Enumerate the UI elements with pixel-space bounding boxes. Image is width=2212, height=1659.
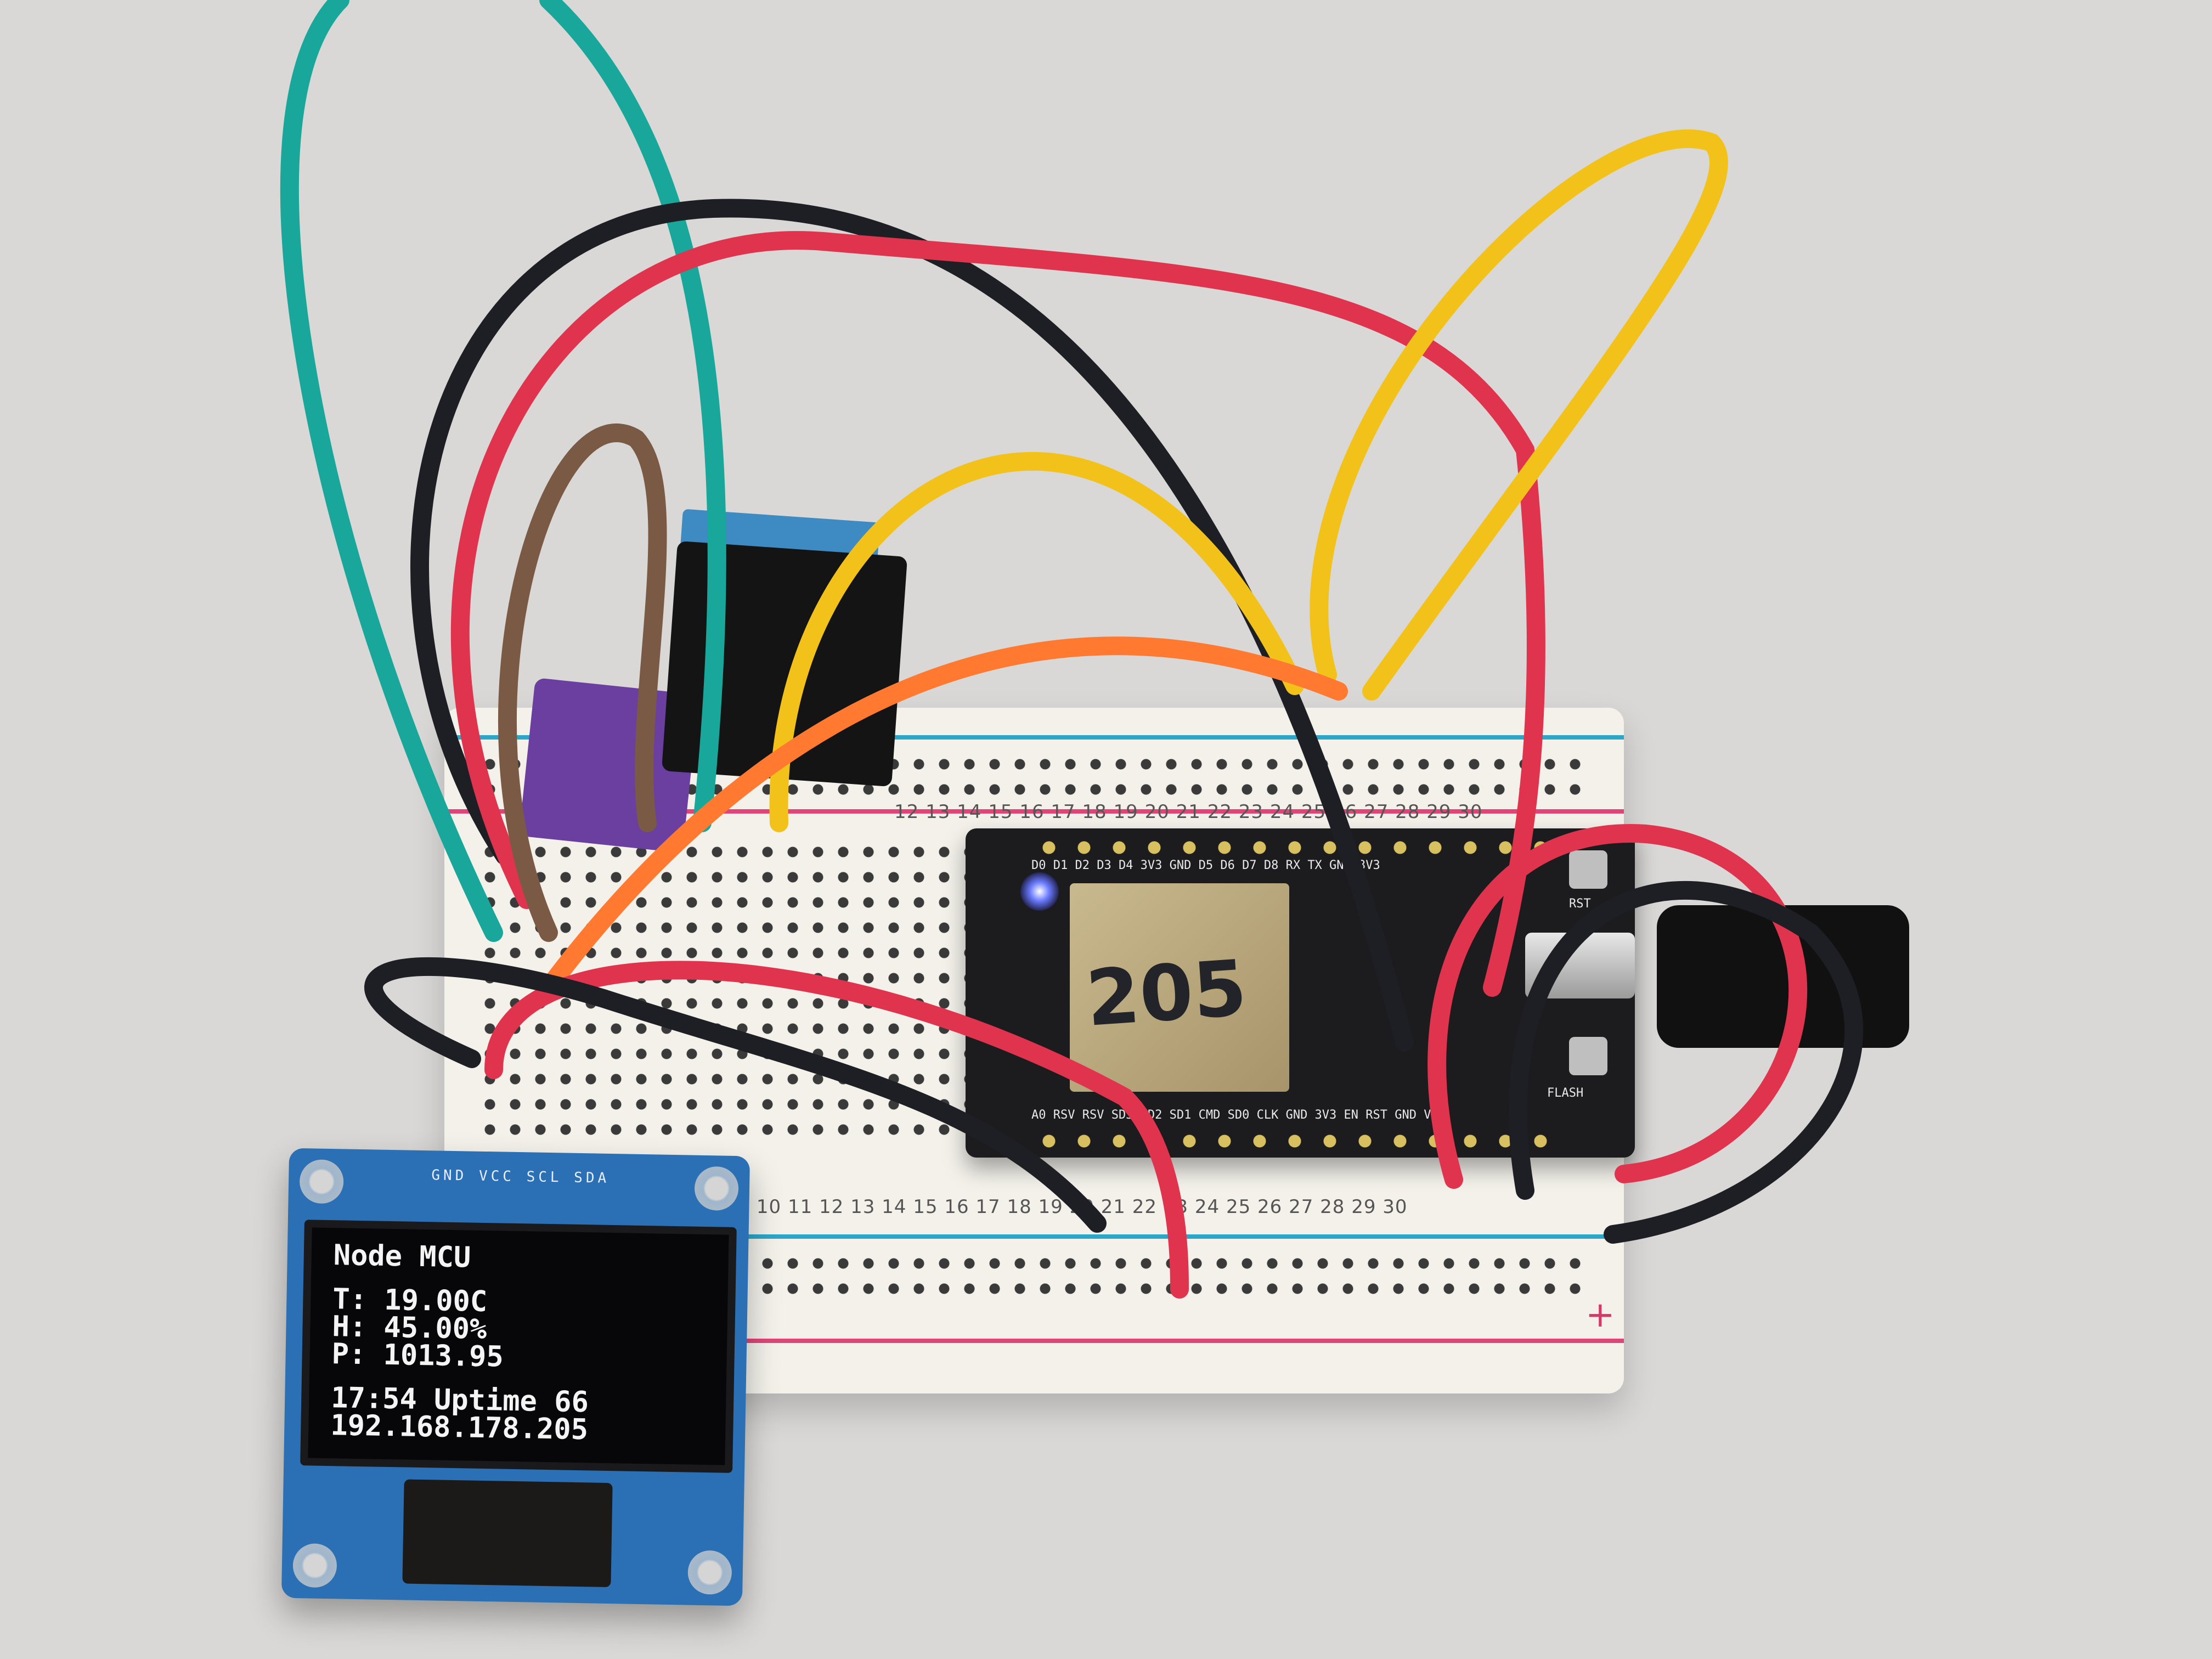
bottom-red-rail: [444, 1339, 1624, 1343]
red-wire-bottom: [484, 824, 1808, 1299]
oled-line-pressure: P: 1013.95: [331, 1338, 504, 1374]
bottom-blue-rail: [444, 1234, 1624, 1239]
mounting-hole: [292, 1543, 337, 1588]
breadboard-top-numbers: 12 13 14 15 16 17 18 19 20 21 22 23 24 2…: [894, 801, 1483, 823]
orange-wire: [539, 636, 1348, 997]
top-red-rail: [444, 809, 1624, 814]
oled-pin-labels: GND VCC SCL SDA: [431, 1167, 610, 1187]
blue-status-led: [1020, 872, 1059, 911]
flash-button: [1569, 1037, 1607, 1075]
oled-line-title: Node MCU: [333, 1239, 471, 1274]
reset-button: [1569, 850, 1607, 889]
teal-wire: [280, 0, 726, 942]
top-pin-labels: D0 D1 D2 D3 D4 3V3 GND D5 D6 D7 D8 RX TX…: [1031, 859, 1380, 872]
mounting-hole: [687, 1550, 732, 1595]
yellow-wire: [769, 129, 1728, 832]
oled-line-ip-address: 192.168.178.205: [330, 1409, 589, 1447]
red-wire-top: [450, 231, 1545, 997]
oled-ribbon-cable: [402, 1479, 613, 1588]
oled-display-module: GND VCC SCL SDA Node MCU T: 19.00C H: 45…: [281, 1148, 751, 1606]
flash-label: FLASH: [1547, 1086, 1584, 1100]
top-blue-rail: [444, 735, 1624, 740]
esp8266-module: 205: [1070, 883, 1289, 1092]
black-wire-bottom: [364, 881, 1864, 1244]
bottom-pin-labels: A0 RSV RSV SD3 SD2 SD1 CMD SD0 CLK GND 3…: [1031, 1108, 1446, 1122]
mounting-hole: [694, 1166, 739, 1211]
top-pin-header: [1031, 839, 1569, 856]
mounting-hole: [299, 1159, 344, 1204]
plus-rail-label: +: [1585, 1295, 1615, 1335]
brown-wire: [498, 424, 667, 942]
rst-label: RST: [1569, 897, 1591, 911]
bottom-pin-header: [1031, 1133, 1569, 1149]
oled-screen: Node MCU T: 19.00C H: 45.00% P: 1013.95 …: [300, 1220, 737, 1473]
